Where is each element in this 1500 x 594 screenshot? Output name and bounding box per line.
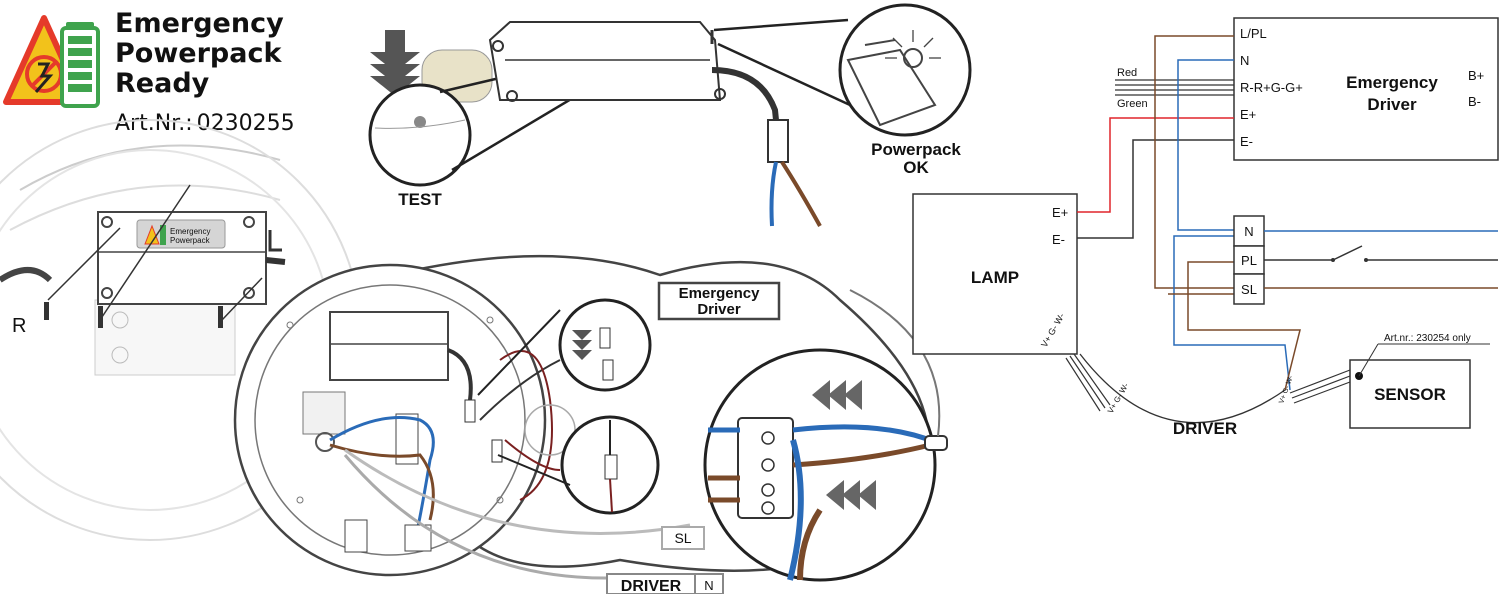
badge-line3: Ready	[115, 68, 210, 99]
switch-icon	[1264, 245, 1498, 262]
powerpack-ready-badge: Emergency Powerpack Ready Art.Nr.:023025…	[3, 8, 295, 136]
test-label: TEST	[398, 190, 442, 209]
powerpack-box-small: Emergency Powerpack	[97, 211, 286, 305]
battery-icon	[60, 22, 100, 108]
screw-icon	[98, 306, 103, 328]
screw-icon	[218, 306, 223, 328]
n-tag-text: N	[704, 578, 713, 593]
driver-label: DRIVER	[1173, 419, 1237, 438]
driver-pin-wires	[1065, 353, 1111, 412]
sensor-title: SENSOR	[1374, 385, 1446, 404]
mini-label-line1: Emergency	[170, 227, 210, 236]
powerpack-ok-line2: OK	[903, 158, 929, 177]
emergency-driver-tag-line2: Driver	[697, 301, 741, 318]
screw-icon	[44, 302, 49, 320]
blue-wire-driver	[1173, 235, 1291, 391]
luminaire-wiring-detail: Emergency Driver SL DRIVER N	[233, 254, 948, 594]
sensor-pin-wires	[1289, 369, 1351, 404]
emergency-driver-title2: Driver	[1367, 95, 1417, 114]
badge-line1: Emergency	[115, 8, 284, 39]
terminal-l-pl: L/PL	[1240, 26, 1267, 41]
driver-n-tag: DRIVER N	[606, 573, 724, 594]
sensor-box: SENSOR Art.nr.: 230254 only	[1349, 333, 1490, 429]
push-arrow-icon	[812, 380, 862, 410]
terminal-rgb: R-R+G-G+	[1240, 80, 1303, 95]
block-sl: SL	[1241, 282, 1257, 297]
black-wire-e-minus	[1077, 139, 1234, 239]
push-arrow-icon	[826, 480, 876, 510]
lamp-title: LAMP	[971, 268, 1019, 287]
mini-label-line2: Powerpack	[170, 236, 211, 245]
wire-red-label: Red	[1117, 67, 1137, 79]
sl-tag-text: SL	[674, 530, 691, 546]
brown-wire-driver	[1187, 261, 1301, 391]
brown-wire-lpl	[1154, 35, 1234, 289]
red-wire-e-plus	[1077, 117, 1234, 213]
mains-terminal-block: N PL SL	[1233, 215, 1265, 305]
powerpack-box-large	[488, 21, 822, 227]
sensor-pins-label: V+ G- W-	[1278, 374, 1295, 404]
sl-tag: SL	[661, 526, 705, 550]
driver-arc	[1079, 353, 1286, 424]
mounting-illustration: Emergency Powerpack R	[0, 119, 361, 541]
terminal-b-minus: B-	[1468, 94, 1481, 109]
blue-wire-n	[1177, 59, 1234, 231]
driver-tag-text: DRIVER	[621, 578, 682, 594]
block-pl: PL	[1241, 253, 1257, 268]
powerpack-ok-led-detail: Powerpack OK	[713, 3, 972, 177]
block-n: N	[1244, 224, 1253, 239]
wire-green-label: Green	[1117, 98, 1148, 110]
r-marker: R	[12, 315, 26, 337]
sensor-note: Art.nr.: 230254 only	[1384, 333, 1471, 344]
powerpack-ok-line1: Powerpack	[871, 140, 961, 159]
emergency-driver-tag-line1: Emergency	[679, 285, 761, 302]
lamp-e-plus: E+	[1052, 205, 1068, 220]
emergency-driver-tag: Emergency Driver	[657, 281, 781, 321]
emergency-driver-title1: Emergency	[1346, 73, 1438, 92]
emergency-driver-box: Emergency Driver L/PL N R-R+G-G+ E+ E- B…	[1233, 17, 1499, 161]
badge-line2: Powerpack	[115, 38, 282, 69]
terminal-n: N	[1240, 53, 1249, 68]
wiring-schematic: Emergency Driver L/PL N R-R+G-G+ E+ E- B…	[912, 17, 1499, 438]
terminal-e-minus: E-	[1240, 134, 1253, 149]
terminal-b-plus: B+	[1468, 68, 1484, 83]
terminal-e-plus: E+	[1240, 107, 1256, 122]
lamp-box: LAMP E+ E- V+ G- W-	[912, 193, 1078, 355]
article-number: Art.Nr.:0230255	[115, 111, 295, 136]
press-arrow-icon	[370, 30, 420, 96]
rgb-wire-bundle: Red Green	[1115, 67, 1234, 110]
lamp-e-minus: E-	[1052, 232, 1065, 247]
